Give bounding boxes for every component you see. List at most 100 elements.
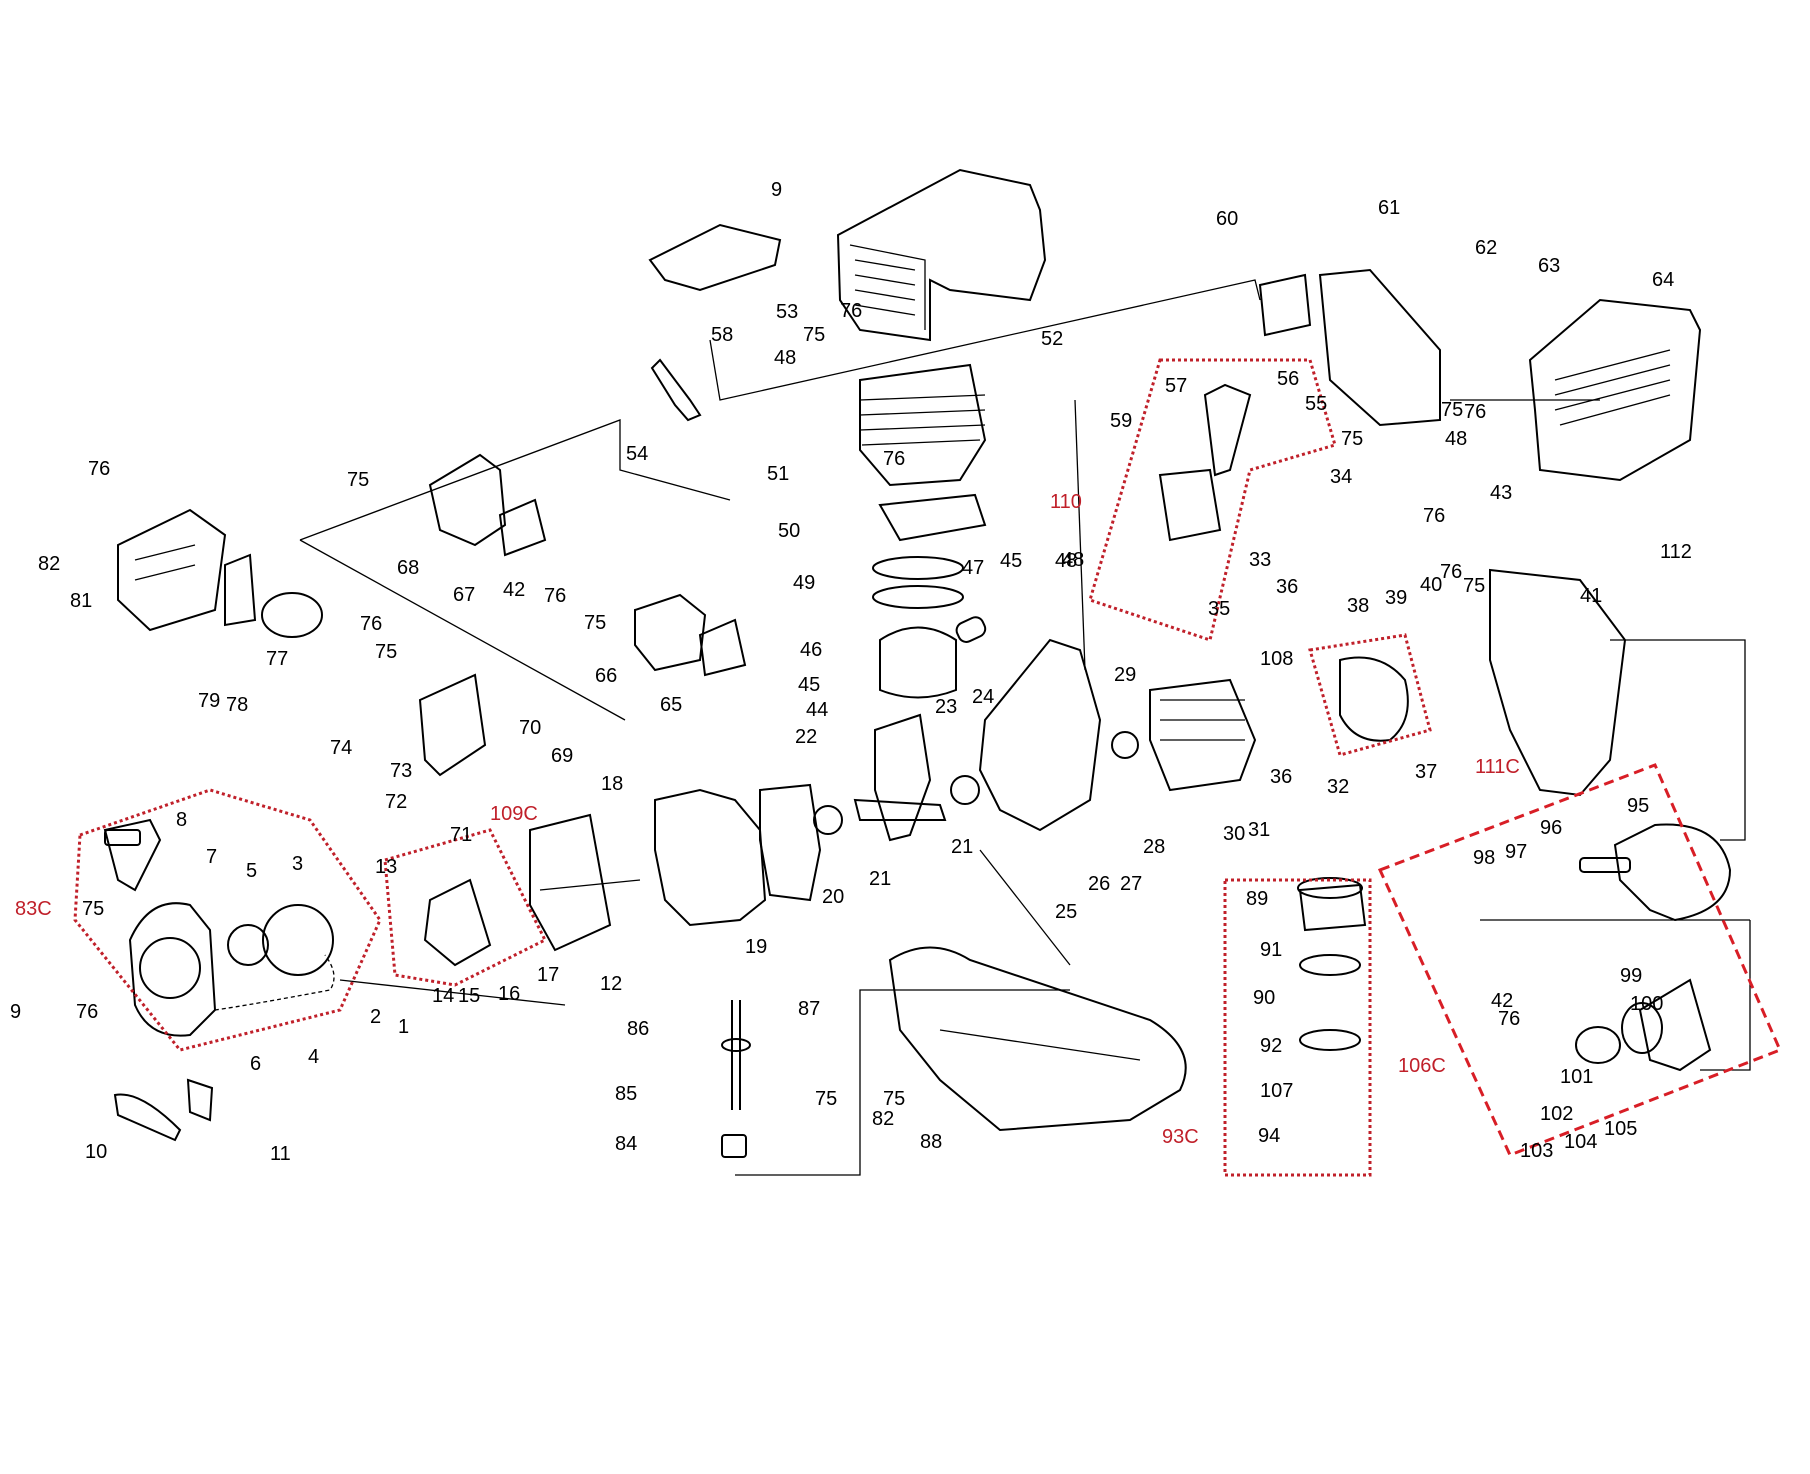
part-number-label: 75 — [815, 1088, 837, 1110]
part-number-label: 46 — [800, 639, 822, 661]
part-number-label: 85 — [615, 1083, 637, 1105]
part-number-label: 7 — [206, 846, 217, 868]
part-number-label: 70 — [519, 717, 541, 739]
part-number-label: 78 — [226, 694, 248, 716]
part-number-label: 48 — [1445, 428, 1467, 450]
part-number-label: 94 — [1258, 1125, 1280, 1147]
part-number-label: 12 — [600, 973, 622, 995]
part-number-label: 42 — [503, 579, 525, 601]
part-number-label: 49 — [793, 572, 815, 594]
part-number-label: 27 — [1120, 873, 1142, 895]
part-number-label: 42 — [1491, 990, 1513, 1012]
part-number-label: 48 — [1055, 550, 1077, 572]
part-number-label: 68 — [397, 557, 419, 579]
part-number-label: 57 — [1165, 375, 1187, 397]
part-number-label: 1 — [398, 1016, 409, 1038]
part-number-label: 76 — [544, 585, 566, 607]
part-number-label: 75 — [1463, 575, 1485, 597]
part-number-label: 52 — [1041, 328, 1063, 350]
part-number-label: 21 — [951, 836, 973, 858]
part-number-label: 34 — [1330, 466, 1352, 488]
part-number-label: 71 — [450, 824, 472, 846]
part-number-label: 75 — [883, 1088, 905, 1110]
part-number-label: 75 — [803, 324, 825, 346]
part-number-label: 104 — [1564, 1131, 1597, 1153]
part-number-label: 75 — [1341, 428, 1363, 450]
part-number-label: 105 — [1604, 1118, 1637, 1140]
part-number-label: 107 — [1260, 1080, 1293, 1102]
part-number-label: 73 — [390, 760, 412, 782]
part-number-label: 36 — [1270, 766, 1292, 788]
part-number-label: 36 — [1276, 576, 1298, 598]
part-number-label: 54 — [626, 443, 648, 465]
leader-lines — [299, 279, 1751, 1176]
part-number-label: 76 — [360, 613, 382, 635]
part-number-label: 30 — [1223, 823, 1245, 845]
group-label-g109c: 109C — [490, 803, 538, 825]
part-number-label: 90 — [1253, 987, 1275, 1009]
part-number-label: 39 — [1385, 587, 1407, 609]
part-number-label: 48 — [774, 347, 796, 369]
part-number-label: 65 — [660, 694, 682, 716]
part-number-label: 20 — [822, 886, 844, 908]
part-number-label: 76 — [1440, 561, 1462, 583]
part-number-label: 75 — [584, 612, 606, 634]
part-number-label: 50 — [778, 520, 800, 542]
part-number-label: 48 — [1062, 549, 1084, 571]
part-number-label: 97 — [1505, 841, 1527, 863]
part-number-label: 86 — [627, 1018, 649, 1040]
part-number-label: 81 — [70, 590, 92, 612]
part-number-label: 63 — [1538, 255, 1560, 277]
part-number-label: 16 — [498, 983, 520, 1005]
part-number-label: 14 — [432, 985, 454, 1007]
part-number-label: 13 — [375, 856, 397, 878]
part-number-label: 84 — [615, 1133, 637, 1155]
part-number-label: 92 — [1260, 1035, 1282, 1057]
part-number-label: 41 — [1580, 585, 1602, 607]
part-number-label: 59 — [1110, 410, 1132, 432]
part-number-label: 29 — [1114, 664, 1136, 686]
part-number-label: 112 — [1660, 541, 1692, 563]
part-number-label: 64 — [1652, 269, 1674, 291]
part-number-label: 32 — [1327, 776, 1349, 798]
part-number-label: 96 — [1540, 817, 1562, 839]
part-number-label: 19 — [745, 936, 767, 958]
part-number-label: 75 — [82, 898, 104, 920]
part-number-label: 75 — [375, 641, 397, 663]
part-number-label: 76 — [76, 1001, 98, 1023]
part-number-label: 4 — [308, 1046, 319, 1068]
group-label-g93c: 93C — [1162, 1126, 1199, 1148]
part-number-label: 9 — [10, 1001, 21, 1023]
part-number-label: 82 — [872, 1108, 894, 1130]
part-number-label: 108 — [1260, 648, 1293, 670]
part-number-label: 11 — [270, 1143, 291, 1165]
part-number-label: 98 — [1473, 847, 1495, 869]
part-number-label: 6 — [250, 1053, 261, 1075]
part-number-label: 99 — [1620, 965, 1642, 987]
part-number-label: 76 — [1498, 1008, 1520, 1030]
part-number-label: 45 — [798, 674, 820, 696]
part-number-label: 74 — [330, 737, 352, 759]
part-number-label: 53 — [776, 301, 798, 323]
part-number-label: 47 — [962, 557, 984, 579]
part-number-label: 51 — [767, 463, 789, 485]
part-number-label: 62 — [1475, 237, 1497, 259]
part-number-label: 43 — [1490, 482, 1512, 504]
part-number-label: 55 — [1305, 393, 1327, 415]
part-number-label: 10 — [85, 1141, 107, 1163]
part-number-label: 45 — [1000, 550, 1022, 572]
part-number-label: 61 — [1378, 197, 1400, 219]
part-number-label: 87 — [798, 998, 820, 1020]
part-number-label: 82 — [38, 553, 60, 575]
part-number-label: 8 — [176, 809, 187, 831]
part-number-label: 22 — [795, 726, 817, 748]
part-number-label: 75 — [1441, 399, 1463, 421]
part-number-label: 69 — [551, 745, 573, 767]
part-number-label: 40 — [1420, 574, 1442, 596]
part-number-label: 100 — [1630, 993, 1663, 1015]
part-number-label: 89 — [1246, 888, 1268, 910]
part-number-label: 31 — [1248, 819, 1270, 841]
part-number-label: 2 — [370, 1006, 381, 1028]
